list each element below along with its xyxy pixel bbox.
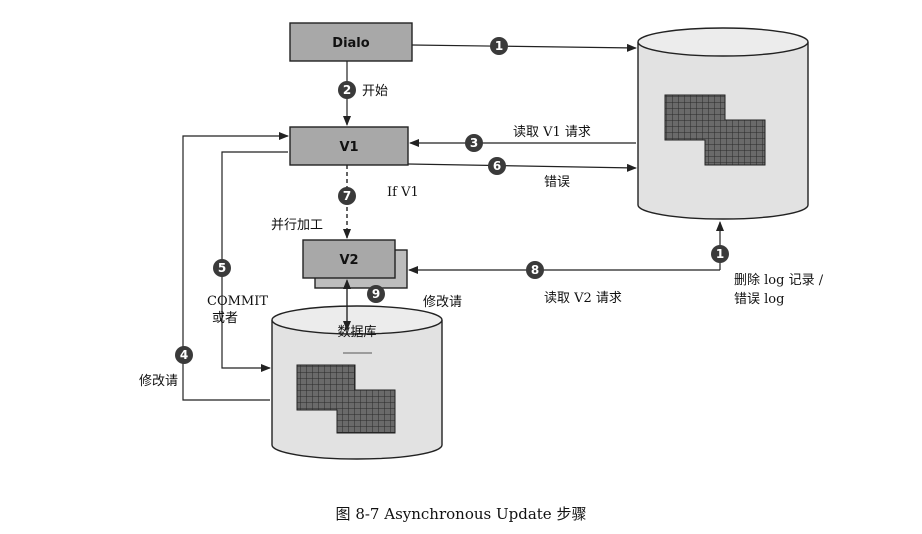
v2-label: V2: [339, 253, 358, 268]
label-commit: COMMIT: [207, 294, 268, 309]
svg-text:5: 5: [218, 261, 226, 275]
step-6-marker: 6: [488, 157, 506, 175]
grid-block: [296, 364, 396, 434]
svg-text:1: 1: [495, 39, 503, 53]
label-read-v2: 读取 V2 请求: [544, 291, 622, 306]
step-7-marker: 7: [338, 187, 356, 205]
label-parallel: 并行加工: [271, 218, 323, 233]
step-4-marker: 4: [175, 346, 193, 364]
step-2-marker: 2: [338, 81, 356, 99]
arrow-step-4: [182, 132, 289, 401]
label-modify-left: 修改请: [139, 374, 178, 389]
step-delete-marker: 1: [711, 245, 729, 263]
dialo-label: Dialo: [332, 36, 369, 51]
svg-text:6: 6: [493, 159, 501, 173]
log-store-cylinder: [637, 27, 809, 220]
svg-text:9: 9: [372, 287, 380, 301]
step-8-marker: 8: [526, 261, 544, 279]
label-error-log: 错误 log: [734, 292, 784, 307]
label-if-v1: If V1: [387, 185, 419, 200]
step-5-marker: 5: [213, 259, 231, 277]
figure-caption: 图 8-7 Asynchronous Update 步骤: [336, 505, 587, 523]
step-9-marker: 9: [367, 285, 385, 303]
label-error: 错误: [544, 175, 570, 190]
v2-box: V2: [302, 239, 408, 289]
v1-label: V1: [339, 140, 358, 155]
arrow-step-6: [407, 163, 637, 172]
step-3-marker: 3: [465, 134, 483, 152]
svg-text:1: 1: [716, 247, 724, 261]
database-label: 数据库: [337, 324, 376, 340]
svg-text:8: 8: [531, 263, 539, 277]
label-modify-mid: 修改请: [423, 295, 462, 310]
dialo-box: Dialo: [289, 22, 413, 62]
step-1-marker: 1: [490, 37, 508, 55]
svg-text:4: 4: [180, 348, 188, 362]
grid-block: [664, 94, 766, 166]
label-read-v1: 读取 V1 请求: [513, 125, 591, 140]
svg-text:3: 3: [470, 136, 478, 150]
svg-text:2: 2: [343, 83, 351, 97]
label-delete-log: 删除 log 记录 /: [734, 273, 824, 288]
database-cylinder: [271, 305, 443, 460]
svg-text:7: 7: [343, 189, 351, 203]
arrow-step-1: [411, 43, 637, 52]
label-start: 开始: [362, 84, 388, 99]
label-or: 或者: [212, 311, 238, 326]
v1-box: V1: [289, 126, 409, 166]
